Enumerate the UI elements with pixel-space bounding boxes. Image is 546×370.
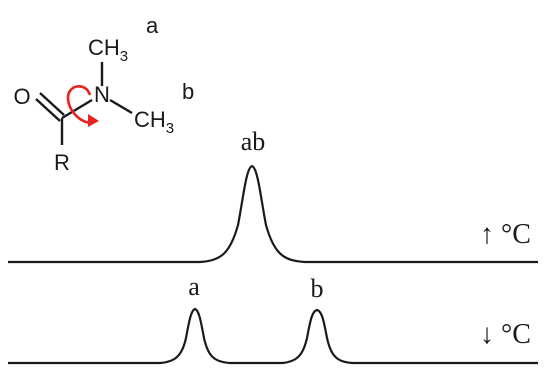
r-group: R (54, 150, 70, 175)
methyl-b-subscript: 3 (166, 120, 174, 137)
methyl-b-base: CH (134, 107, 166, 132)
c-n-bond (61, 98, 93, 120)
condition-high-temp: ↑ °C (480, 219, 531, 250)
amide-molecule: O N R CH3 CH3 a b (13, 13, 194, 175)
n-methyl-b-bond (109, 98, 133, 115)
spectrum-low-temp: a b ↓ °C (8, 272, 538, 365)
peak-label-ab: ab (241, 127, 266, 156)
spectrum-line-high (8, 164, 538, 264)
nitrogen-atom: N (94, 82, 110, 107)
condition-low-temp: ↓ °C (480, 319, 531, 350)
peak-label-a: a (188, 272, 200, 301)
label-b: b (182, 79, 194, 104)
methyl-a-subscript: 3 (120, 48, 128, 65)
methyl-b: CH3 (134, 107, 174, 137)
methyl-a-base: CH (88, 35, 120, 60)
methyl-a: CH3 (88, 35, 128, 65)
oxygen-atom: O (13, 84, 30, 109)
peak-label-b: b (311, 274, 324, 303)
rotation-arrow-icon (66, 85, 99, 127)
carbonyl-bond-2 (39, 92, 65, 116)
spectrum-high-temp: ab ↑ °C (8, 127, 538, 264)
label-a: a (146, 13, 159, 38)
carbonyl-bond-1 (35, 98, 61, 122)
spectrum-line-low (8, 307, 538, 365)
